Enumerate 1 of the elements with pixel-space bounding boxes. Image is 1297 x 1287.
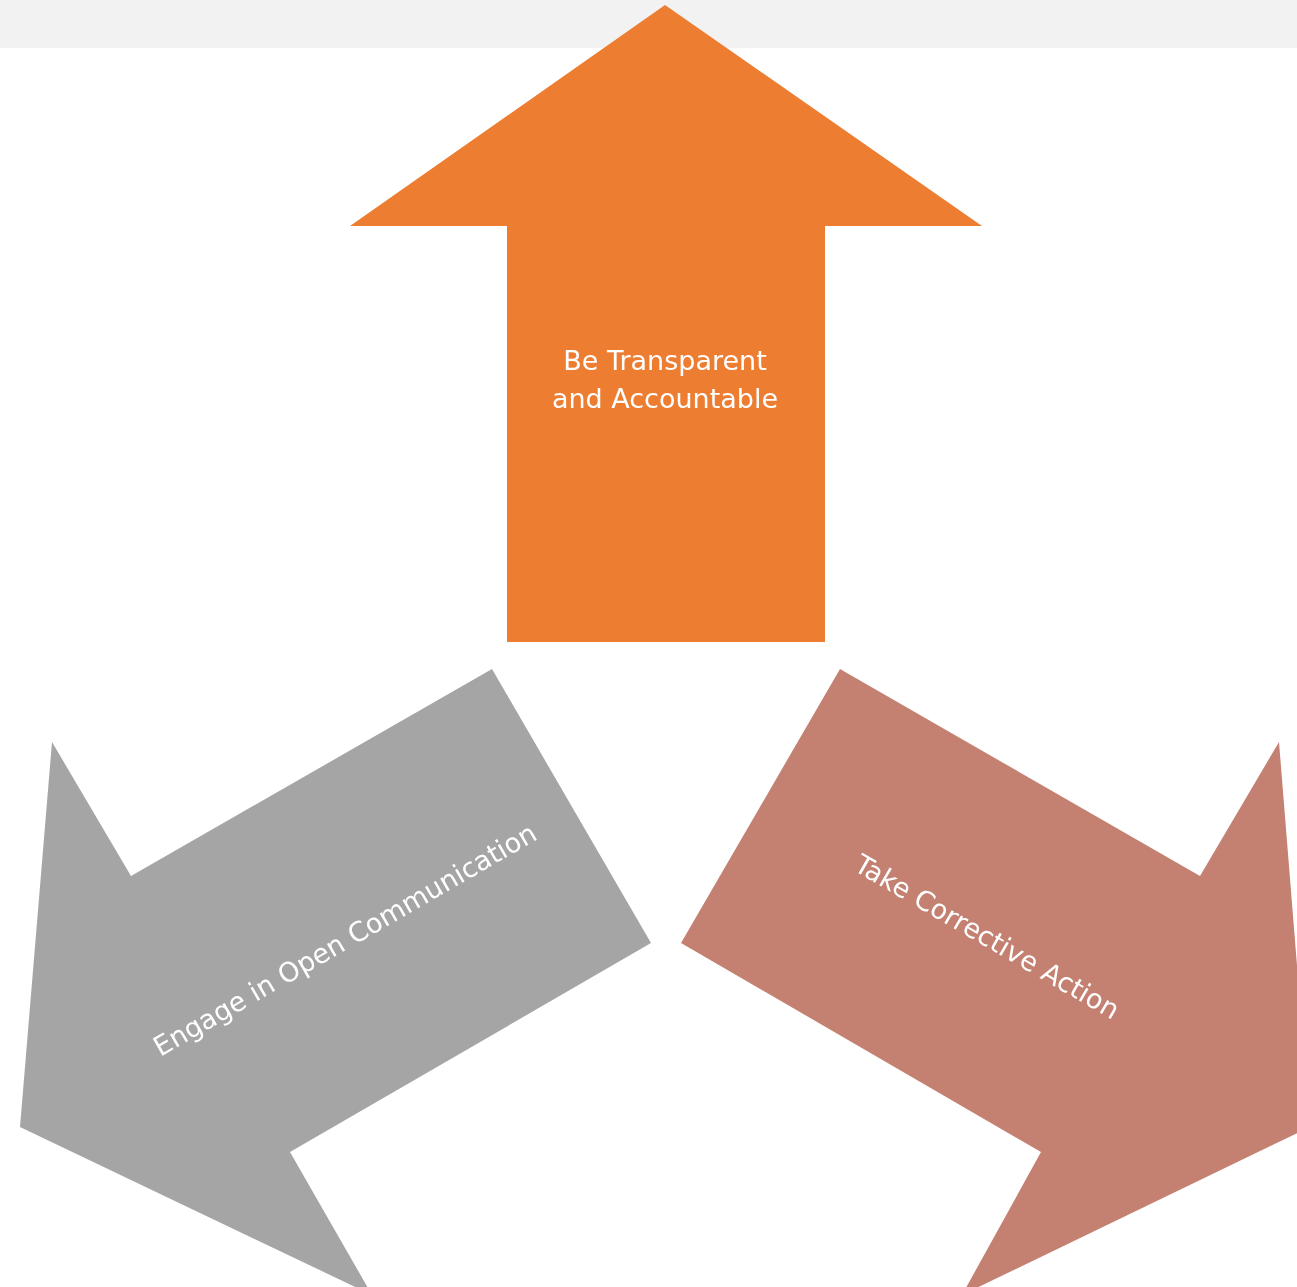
arrow-label: Be Transparent and Accountable <box>550 344 780 416</box>
